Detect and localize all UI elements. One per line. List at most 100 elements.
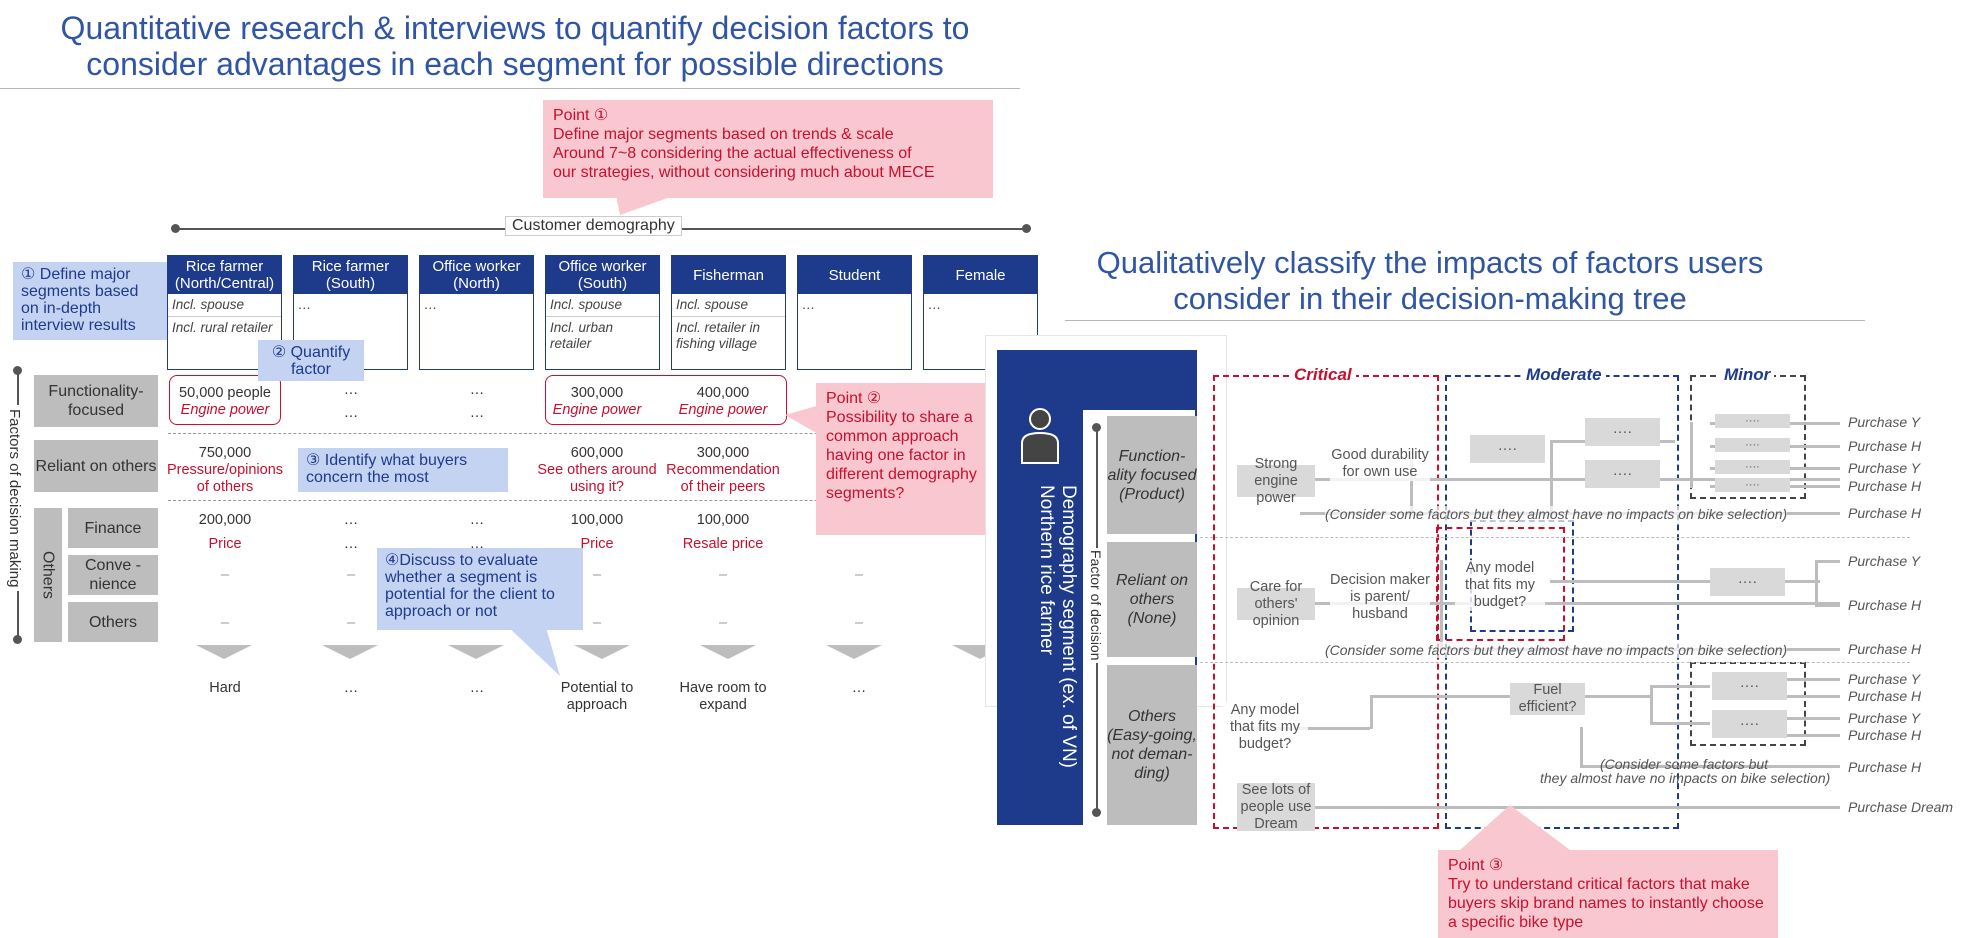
value-sub: …: [469, 405, 485, 421]
callout-quantify: ② Quantify factor: [258, 340, 364, 381]
minor-header: Minor: [1720, 365, 1775, 385]
axis-dot-left: [171, 224, 180, 233]
segment-note: Incl. spouse: [172, 297, 245, 312]
moderate-red-inner: [1436, 527, 1565, 641]
factor-axis-dot-bottom: [1092, 808, 1101, 817]
point3-title: Point ③: [1448, 857, 1504, 874]
row-functionality: Functionality-focused: [34, 375, 158, 427]
point1-pointer: [615, 190, 690, 215]
tree-line: [1815, 560, 1840, 563]
tree-separator: [1200, 537, 1910, 538]
left-title: Quantitative research & interviews to qu…: [60, 10, 970, 82]
tree-line: [1690, 422, 1693, 488]
segment-note: Incl. rural retailer: [168, 316, 281, 339]
cat-reliant: Reliant on others (None): [1107, 542, 1197, 657]
tree-line: [1775, 717, 1840, 720]
minor-box-bottom: [1690, 662, 1806, 746]
value-num: 750,000: [198, 445, 252, 461]
point1-line3: our strategies, without considering much…: [553, 164, 935, 181]
segment-rice-south: Rice farmer (South) …: [293, 255, 408, 370]
point3-pointer: [1460, 805, 1570, 850]
segment-fisherman: Fisherman Incl. spouse Incl. retailer in…: [671, 255, 786, 370]
node-dots-small: ····: [1715, 414, 1790, 428]
purchase-label: Purchase H: [1848, 727, 1922, 743]
segment-note: …: [802, 297, 816, 312]
person-icon: [1021, 408, 1059, 464]
node-good-durability: Good durability for own use: [1330, 447, 1430, 481]
tree-line: [1370, 695, 1373, 729]
tree-line: [1775, 695, 1840, 698]
value-sub: Price: [208, 536, 242, 552]
tree-line: [1650, 685, 1710, 688]
node-dots: ····: [1712, 710, 1787, 738]
row-finance: Finance: [68, 508, 158, 548]
node-dots: ····: [1585, 418, 1660, 446]
value-num: …: [469, 512, 485, 528]
segment-note: Incl. spouse: [676, 297, 749, 312]
outcome-0: Hard: [209, 680, 241, 696]
node-dots-small: ····: [1715, 478, 1790, 492]
cat-functionality: Function-ality focused (Product): [1107, 416, 1197, 534]
value-sub: Engine power: [180, 402, 270, 418]
tree-line: [1580, 727, 1583, 767]
finance-value-2: ……: [415, 512, 539, 553]
tree-line: [1240, 806, 1840, 809]
segment-note: …: [298, 297, 312, 312]
point2-text: Possibility to share a common approach h…: [826, 409, 977, 502]
segment-note: …: [424, 297, 438, 312]
outcome-5: …: [851, 680, 867, 696]
row-others-group-text: Others: [39, 550, 57, 599]
point1-line1: Define major segments based on trends & …: [553, 126, 894, 143]
tree-line: [1815, 560, 1818, 606]
consider-note-3a: (Consider some factors but: [1600, 756, 1769, 772]
customer-demography-label: Customer demography: [505, 216, 682, 236]
highlight-box-office-fisher: [545, 375, 787, 425]
node-dots: ····: [1710, 568, 1785, 596]
moderate-header: Moderate: [1522, 365, 1606, 385]
func-value-2: ……: [415, 382, 539, 422]
node-decision-maker: Decision maker is parent/ husband: [1330, 572, 1430, 623]
right-title: Qualitatively classify the impacts of fa…: [1096, 245, 1764, 316]
point1-title: Point ①: [553, 107, 609, 124]
outcome-4: Have room to expand: [679, 680, 767, 713]
segment-office-south: Office worker (South) Incl. spouse Incl.…: [545, 255, 660, 370]
value-sub: See others around using it?: [537, 462, 657, 495]
tree-line: [1775, 734, 1840, 737]
segment-note: Incl. spouse: [550, 297, 623, 312]
outcome-arrow: [700, 645, 756, 659]
segment-name: Female: [924, 256, 1037, 294]
purchase-label: Purchase H: [1848, 505, 1922, 521]
outcome-arrow: [574, 645, 630, 659]
finance-value-1: ……: [289, 512, 413, 553]
tree-line: [1440, 560, 1443, 650]
row-others-group: Others: [34, 508, 62, 642]
segment-name: Office worker (South): [546, 256, 659, 294]
purchase-label: Purchase Y: [1848, 671, 1921, 687]
purchase-label: Purchase H: [1848, 478, 1922, 494]
value-sub: Engine power: [678, 402, 768, 418]
segment-note: Incl. retailer in fishing village: [672, 316, 785, 355]
outcome-3: Potential to approach: [560, 680, 634, 713]
factors-axis-dot-bottom: [13, 635, 22, 644]
purchase-label: Purchase Dream: [1848, 799, 1954, 815]
outcome-2: …: [469, 680, 485, 696]
value-num: …: [343, 382, 359, 398]
point1-line2: Around 7~8 considering the actual effect…: [553, 145, 912, 162]
left-title-rule: [0, 88, 1020, 89]
others-dash: –: [220, 615, 230, 631]
consider-note-2: (Consider some factors but they almost h…: [1325, 642, 1788, 658]
outcome-arrow: [322, 645, 378, 659]
purchase-label: Purchase Y: [1848, 460, 1921, 476]
callout-discuss: ④Discuss to evaluate whether a segment i…: [377, 548, 583, 630]
tree-line: [1775, 678, 1840, 681]
others-dash: –: [718, 615, 728, 631]
factor-axis-dot-top: [1092, 423, 1101, 432]
tree-line: [1240, 478, 1840, 481]
value-sub: Price: [580, 536, 614, 552]
value-num: 300,000: [570, 385, 624, 401]
consider-note-3b: they almost have no impacts on bike sele…: [1540, 770, 1831, 786]
